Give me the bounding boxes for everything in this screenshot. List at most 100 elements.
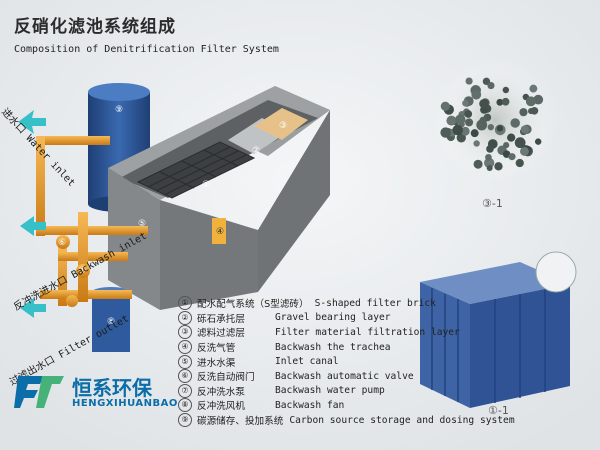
marker-1: ① (202, 180, 210, 190)
legend-row: ② 砾石承托层 Gravel bearing layer (178, 310, 598, 326)
media-pebble (471, 89, 482, 100)
legend-label-en: Carbon source storage and dosing system (289, 414, 515, 426)
media-pebble (470, 129, 479, 138)
marker-5: ⑤ (138, 219, 146, 229)
legend-label-en: Filter material filtration layer (275, 326, 460, 338)
media-pebble (514, 137, 526, 149)
legend-number: ⑥ (178, 369, 192, 384)
legend-number: ② (178, 310, 192, 325)
media-pebble (482, 77, 491, 86)
media-pebble (486, 145, 494, 153)
legend-label-cn: 反洗气管 (197, 343, 236, 355)
legend-number: ⑨ (178, 413, 192, 428)
legend-number: ⑦ (178, 383, 192, 398)
media-pebble (529, 84, 538, 93)
legend-row: ⑦ 反冲洗水泵 Backwash water pump (178, 383, 598, 399)
legend-number: ① (178, 296, 192, 311)
flow-arrows (18, 110, 46, 318)
media-inset-label: ③-1 (482, 197, 503, 210)
media-pebble (465, 77, 473, 85)
media-pebble (508, 153, 516, 161)
legend-label-en: Backwash automatic valve (275, 370, 414, 382)
legend-row: ⑧ 反冲洗风机 Backwash fan (178, 398, 598, 413)
filter-brick-inset (420, 251, 577, 408)
diagram-number-markers: ① ② ③ ④ ⑤ ⑥ ⑦ ⑧ ⑨ (58, 105, 287, 327)
media-pebble (456, 133, 466, 143)
legend-label-cn: 反冲洗水泵 (197, 386, 245, 398)
media-pebble (440, 127, 451, 138)
legend-row: ⑨ 碳源储存、投加系统 Carbon source storage and dosi… (178, 413, 598, 428)
legend-label-en: Backwash the trachea (275, 341, 391, 353)
legend-label-en: S-shaped filter brick (314, 297, 436, 309)
legend-number: ④ (178, 340, 192, 355)
media-pebble (479, 99, 489, 109)
legend-label-cn: 反冲洗风机 (197, 401, 245, 413)
media-pebble (440, 101, 450, 111)
media-pebble (452, 124, 464, 136)
legend-row: ① 配水配气系统（S型滤砖） S-shaped filter brick (178, 296, 598, 311)
media-pebble (484, 157, 495, 169)
marker-2: ② (252, 146, 260, 156)
media-pebble (486, 165, 493, 172)
media-pebble (519, 108, 528, 117)
page-subtitle: Composition of Denitrification Filter Sy… (14, 44, 279, 55)
legend-row: ⑤ 进水水渠 Inlet canal (178, 354, 598, 369)
legend-number: ⑤ (178, 354, 192, 369)
legend-label-cn: 砾石承托层 (197, 313, 245, 325)
logo-mark-icon (14, 376, 64, 408)
legend-label-en: Backwash fan (275, 399, 345, 411)
legend: ① 配水配气系统（S型滤砖） S-shaped filter brick ② 砾石承托层… (178, 296, 598, 428)
media-pebble (530, 106, 539, 115)
marker-6: ⑥ (58, 238, 66, 248)
marker-3: ③ (279, 121, 287, 131)
legend-number: ③ (178, 325, 192, 340)
legend-label-cn: 碳源储存、投加系统 (197, 416, 284, 428)
marker-4: ④ (216, 227, 224, 237)
legend-label-en: Inlet canal (275, 356, 339, 368)
legend-row: ④ 反洗气管 Backwash the trachea (178, 340, 598, 355)
marker-9: ⑨ (115, 105, 123, 115)
media-pebble (515, 158, 524, 168)
legend-label-cn: 滤料过滤层 (197, 328, 245, 340)
marker-7: ⑦ (78, 266, 86, 276)
media-pebble (462, 99, 469, 107)
legend-number: ⑧ (178, 398, 192, 413)
legend-label-cn: 反洗自动阀门 (197, 372, 255, 384)
media-pebble (487, 81, 495, 90)
media-pebble (519, 146, 529, 156)
media-pebble (460, 126, 470, 136)
page-title: 反硝化滤池系统组成 (14, 17, 176, 37)
media-pebble (473, 159, 483, 169)
media-photo-inset (433, 58, 557, 182)
media-pebble (507, 133, 516, 142)
media-pebble (455, 114, 466, 125)
media-pebble (446, 115, 457, 126)
media-pebble (487, 124, 494, 131)
logo-name-en: HENGXIHUANBAO (72, 398, 178, 409)
media-pebble (485, 153, 492, 161)
media-pebble (496, 98, 504, 106)
media-pebble (501, 97, 510, 106)
legend-label-en: Backwash water pump (275, 385, 385, 397)
pipework (36, 136, 148, 307)
media-pebble (473, 140, 480, 147)
media-pebble (503, 142, 510, 149)
filter-basin (108, 86, 330, 310)
media-pebble (496, 125, 504, 132)
brick-inset-label: ①-1 (488, 404, 509, 417)
legend-row: ⑥ 反洗自动阀门 Backwash automatic valve (178, 369, 598, 384)
media-pebble (534, 138, 542, 145)
marker-8: ⑧ (107, 317, 115, 327)
legend-label-cn: 进水水渠 (197, 357, 236, 369)
media-pebble (520, 125, 530, 134)
logo-name-cn: 恒系环保 (72, 376, 152, 400)
media-pebble (465, 118, 474, 127)
legend-label-en: Gravel bearing layer (275, 312, 391, 324)
media-pebble (510, 118, 520, 128)
legend-label-cn: 配水配气系统（S型滤砖） (197, 299, 309, 311)
media-pebble (502, 86, 510, 94)
media-pebble (464, 110, 473, 118)
media-pebble (476, 119, 488, 131)
media-pebble (494, 162, 503, 171)
